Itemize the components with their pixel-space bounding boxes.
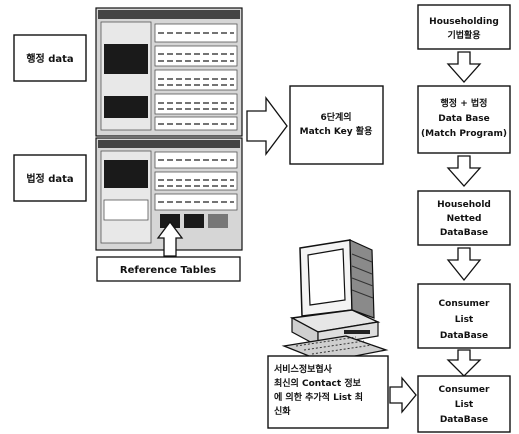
down-arrow-4 <box>446 349 482 377</box>
down-arrow-1 <box>446 51 482 83</box>
legal-data-label: 법정 data <box>26 172 73 185</box>
consumer-list-final-line2: List <box>455 400 474 410</box>
householding-line2: 기법활용 <box>447 29 480 41</box>
reference-up-arrow <box>156 220 184 257</box>
netted-line3: DataBase <box>440 228 488 238</box>
right-arrow-to-matchkey <box>246 96 288 156</box>
admin-screen-mock <box>95 7 243 137</box>
householding-box <box>417 4 511 50</box>
service-text-line3: 에 의한 추가적 List 최 <box>274 391 363 403</box>
database-line2: Data Base <box>438 114 489 124</box>
netted-line1: Household <box>437 200 491 210</box>
admin-data-label: 행정 data <box>26 52 73 65</box>
consumer-list-line1: Consumer <box>439 299 490 309</box>
netted-line2: Netted <box>447 214 482 224</box>
reference-tables-box <box>96 256 241 282</box>
consumer-list-box <box>417 283 511 349</box>
service-info-box <box>267 355 389 429</box>
match-key-box <box>289 85 384 165</box>
service-text-line1: 서비스정보협사 <box>274 363 333 375</box>
admin-data-box <box>13 34 87 82</box>
consumer-list-final-line1: Consumer <box>439 385 490 395</box>
down-arrow-3 <box>446 247 482 282</box>
right-arrow-to-final-list <box>389 376 417 414</box>
netted-database-box <box>417 190 511 246</box>
consumer-list-final-line3: DataBase <box>440 415 488 425</box>
service-text-line4: 신화 <box>274 405 291 417</box>
database-line3: (Match Program) <box>421 129 507 139</box>
consumer-list-line2: List <box>455 315 474 325</box>
service-text-line2: 최신의 Contact 정보 <box>274 377 362 389</box>
database-line1: 행정 + 법정 <box>441 97 488 109</box>
reference-tables-label: Reference Tables <box>120 265 216 276</box>
match-key-line1: 6단계의 <box>320 111 351 123</box>
down-arrow-2 <box>446 155 482 187</box>
computer-icon <box>281 239 389 363</box>
match-key-line2: Match Key 활용 <box>300 125 373 137</box>
legal-data-box <box>13 154 87 202</box>
consumer-list-line3: DataBase <box>440 331 488 341</box>
database-box <box>417 85 511 154</box>
householding-line1: Householding <box>429 17 499 27</box>
consumer-list-final-box <box>417 375 511 433</box>
legal-screen-mock <box>95 137 243 251</box>
